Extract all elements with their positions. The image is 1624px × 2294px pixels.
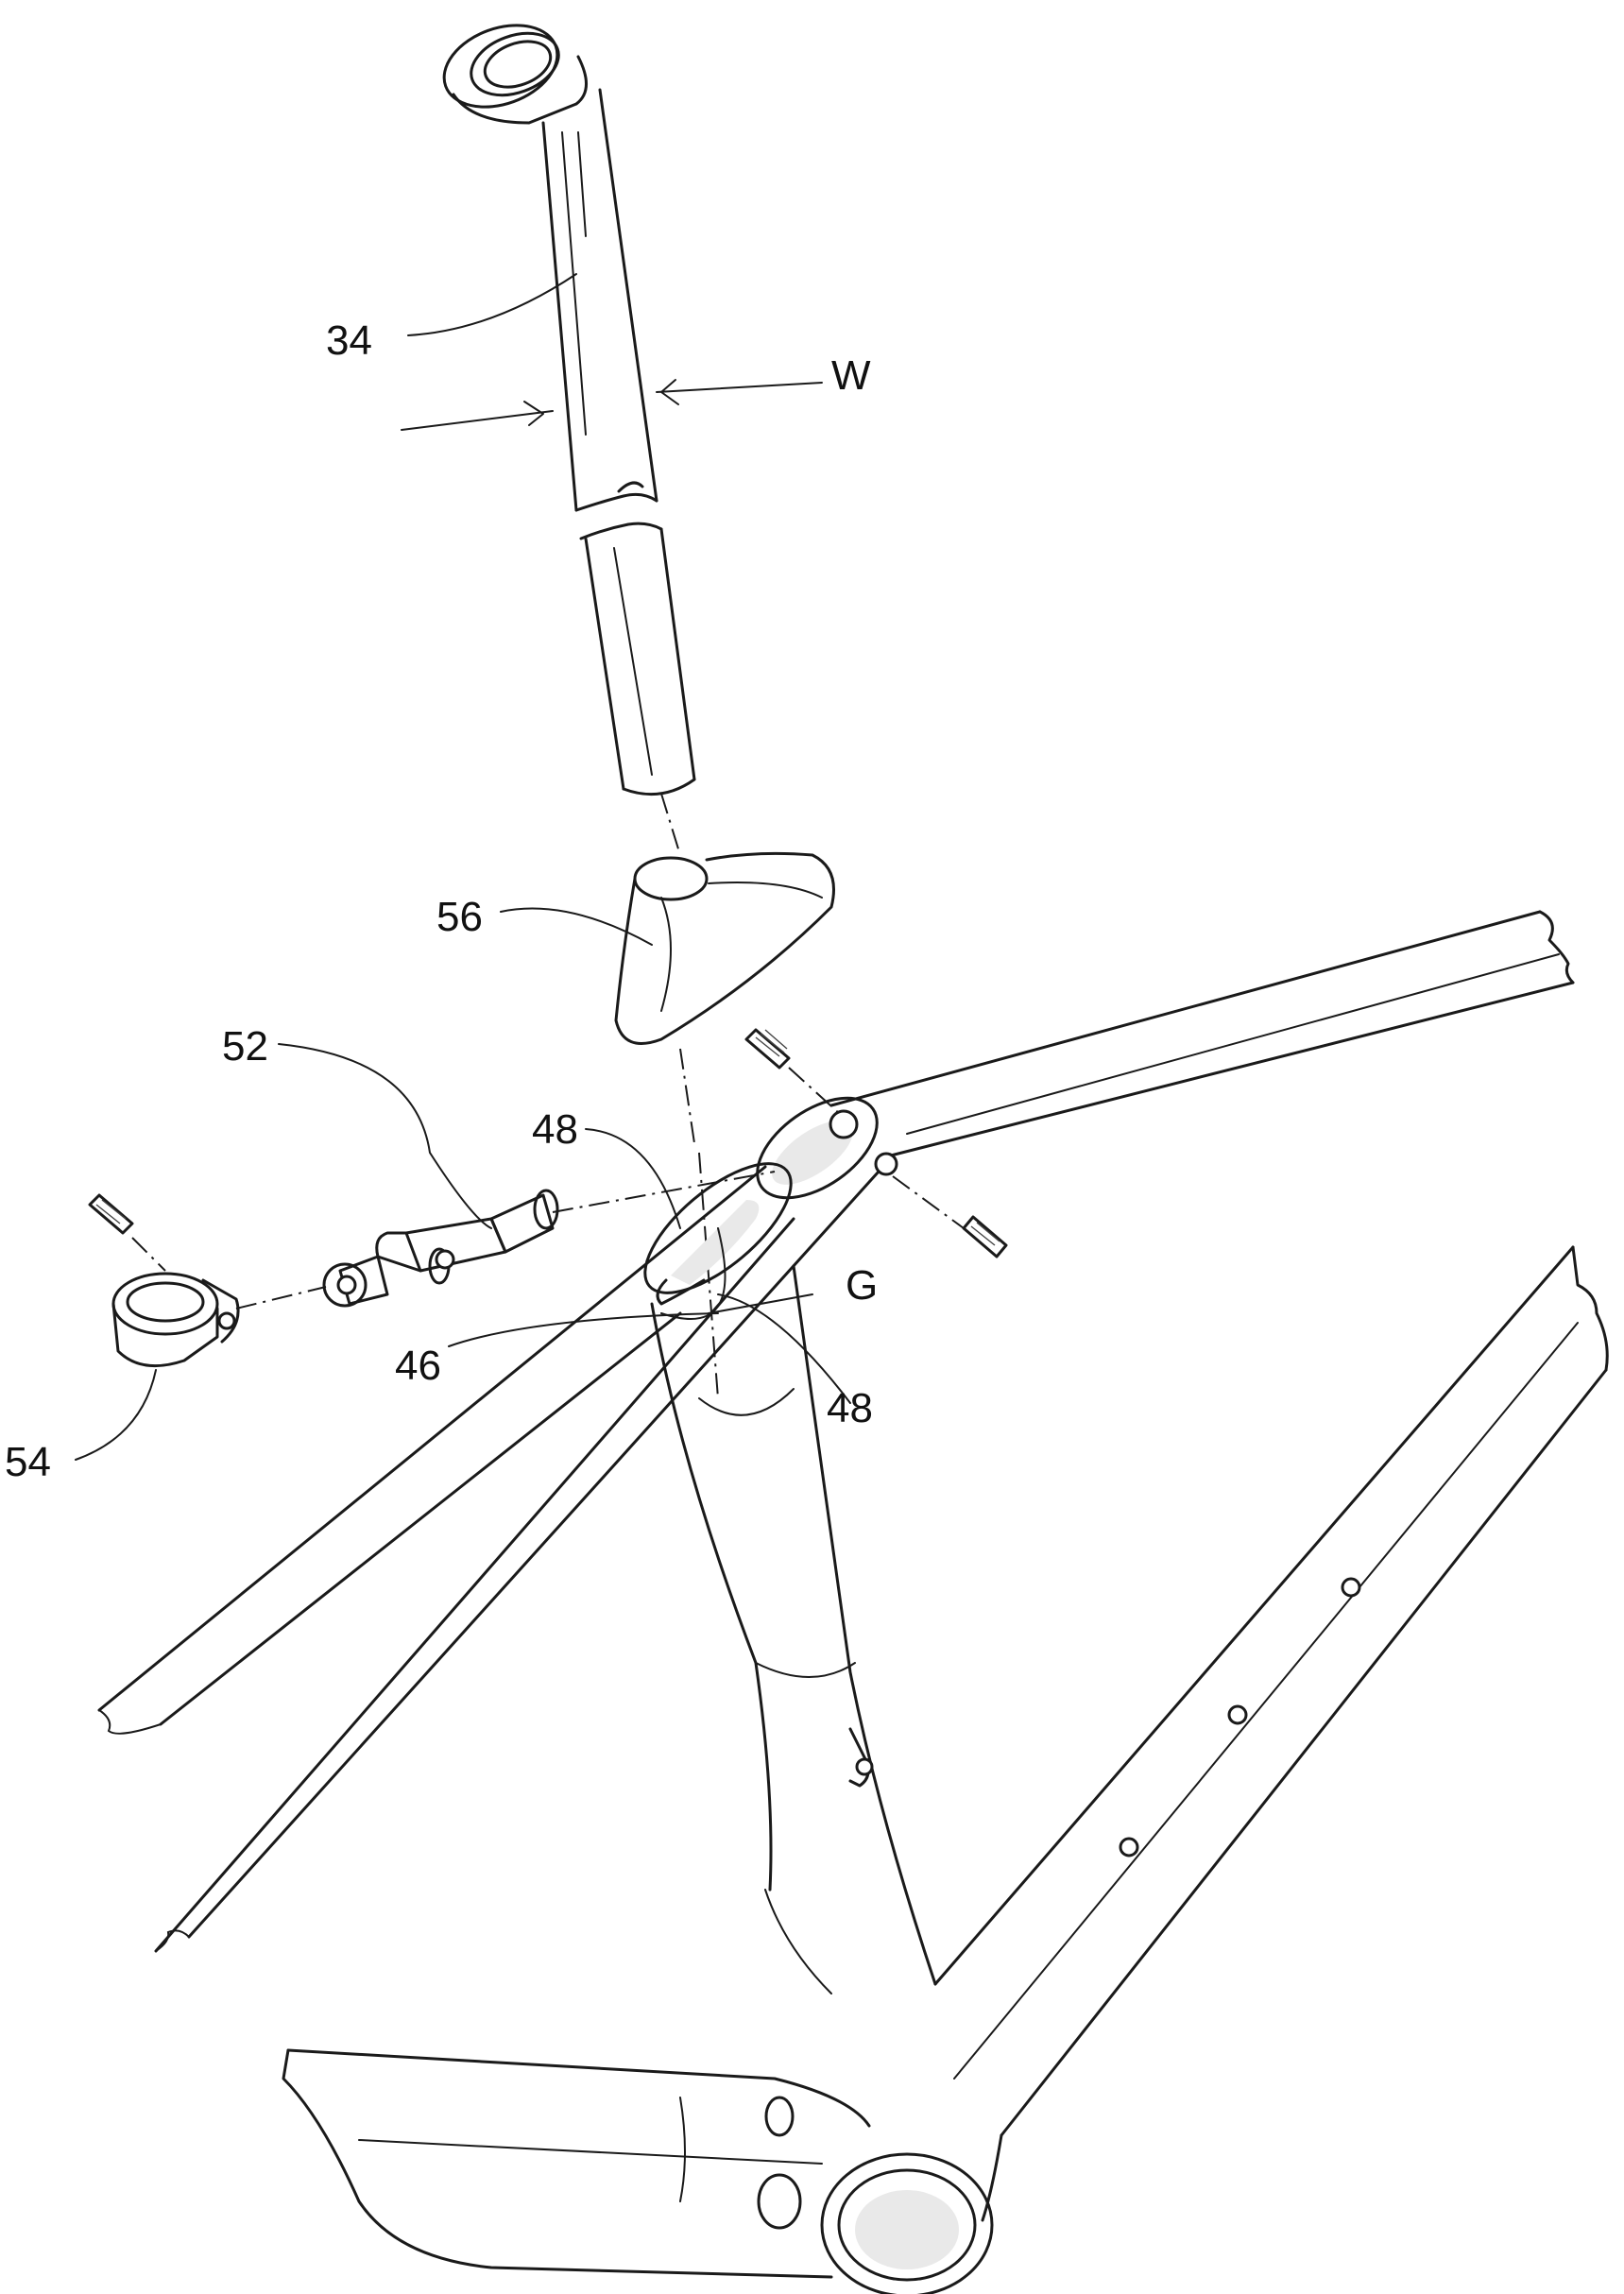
top-tube <box>740 912 1573 1218</box>
label-collar-insert: 56 <box>436 894 483 940</box>
seatpost <box>433 10 694 855</box>
label-width-arrow: W <box>831 352 871 399</box>
clamp <box>113 1274 238 1366</box>
label-lower-opening: 48 <box>827 1385 873 1431</box>
label-upper-opening: 48 <box>532 1106 578 1153</box>
bottom-bracket <box>283 2050 1001 2294</box>
screw-upper <box>746 1030 841 1115</box>
label-shock-unit: 52 <box>222 1023 268 1070</box>
down-tube <box>935 1247 1607 2135</box>
collar-insert <box>616 853 834 1143</box>
label-seatpost: 34 <box>326 317 372 364</box>
label-clamp: 54 <box>5 1439 51 1485</box>
leader-lines <box>76 274 850 1460</box>
clamp-screw <box>90 1195 165 1271</box>
label-slot: 46 <box>395 1343 441 1389</box>
seat-stays <box>99 1167 879 1951</box>
label-gap: G <box>846 1262 878 1309</box>
screw-lower <box>893 1176 1006 1257</box>
